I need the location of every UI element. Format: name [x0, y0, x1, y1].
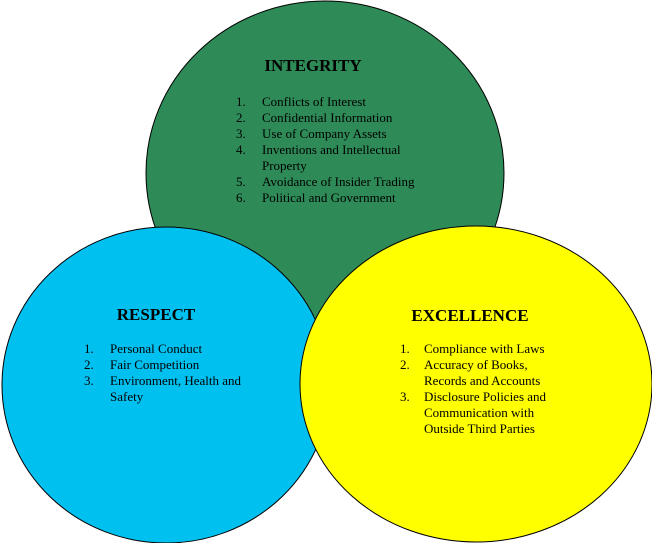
integrity-title: INTEGRITY [264, 56, 362, 75]
item-number: 1. [84, 341, 94, 356]
integrity-list: 1. Conflicts of Interest 2. Confidential I… [236, 94, 426, 206]
item-number: 3. [400, 389, 410, 404]
respect-list: 1. Personal Conduct 2. Fair Competition 3.… [84, 341, 264, 405]
list-item: 1. Personal Conduct [84, 341, 264, 357]
list-item: 4. Inventions and Intellectual Property [236, 142, 426, 174]
list-item: 6. Political and Government [236, 190, 426, 206]
list-item: 2. Accuracy of Books, Records and Account… [400, 357, 570, 389]
item-number: 1. [400, 341, 410, 356]
item-number: 3. [84, 373, 94, 388]
item-number: 1. [236, 94, 246, 109]
item-text: Accuracy of Books, Records and Accounts [424, 357, 541, 388]
excellence-circle [299, 225, 652, 543]
item-text: Political and Government [262, 190, 396, 205]
item-number: 2. [84, 357, 94, 372]
item-number: 5. [236, 174, 246, 189]
item-text: Environment, Health and Safety [110, 373, 242, 404]
list-item: 3. Disclosure Policies and Communication … [400, 389, 570, 437]
item-number: 2. [400, 357, 410, 372]
list-item: 3. Environment, Health and Safety [84, 373, 264, 405]
list-item: 2. Fair Competition [84, 357, 264, 373]
item-number: 6. [236, 190, 246, 205]
item-text: Conflicts of Interest [262, 94, 366, 109]
list-item: 1. Conflicts of Interest [236, 94, 426, 110]
excellence-title: EXCELLENCE [411, 306, 529, 325]
item-text: Personal Conduct [110, 341, 203, 356]
item-number: 4. [236, 142, 246, 157]
respect-title: RESPECT [116, 305, 196, 324]
item-number: 2. [236, 110, 246, 125]
list-item: 5. Avoidance of Insider Trading [236, 174, 426, 190]
item-text: Use of Company Assets [262, 126, 387, 141]
item-text: Fair Competition [110, 357, 200, 372]
item-text: Confidential Information [262, 110, 393, 125]
list-item: 1. Compliance with Laws [400, 341, 570, 357]
item-text: Avoidance of Insider Trading [262, 174, 415, 189]
item-text: Disclosure Policies and Communication wi… [424, 389, 547, 436]
item-number: 3. [236, 126, 246, 141]
item-text: Inventions and Intellectual Property [262, 142, 401, 173]
item-text: Compliance with Laws [424, 341, 545, 356]
excellence-list: 1. Compliance with Laws 2. Accuracy of Boo… [400, 341, 570, 437]
list-item: 3. Use of Company Assets [236, 126, 426, 142]
list-item: 2. Confidential Information [236, 110, 426, 126]
